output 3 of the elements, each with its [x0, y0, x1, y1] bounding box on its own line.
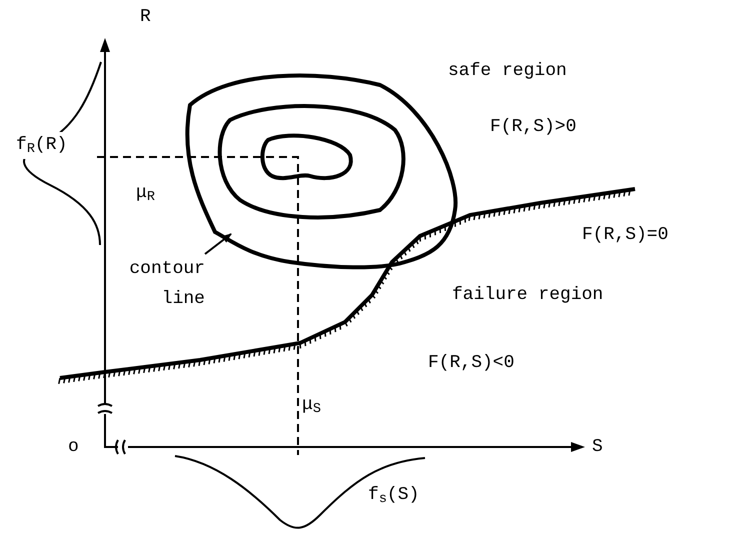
leader-line: [204, 233, 232, 255]
axis-label: f$_{R}$(R): [16, 132, 68, 159]
callout-text: contour line: [128, 258, 205, 311]
